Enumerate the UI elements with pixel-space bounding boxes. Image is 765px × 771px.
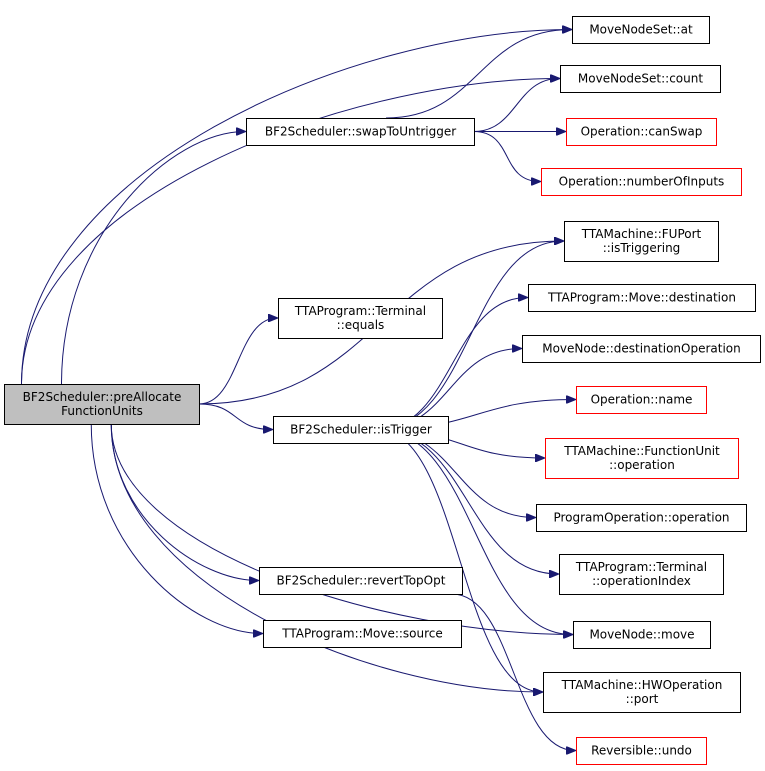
- node-label: MoveNodeSet::count: [578, 72, 703, 86]
- node-label: Operation::numberOfInputs: [559, 175, 725, 189]
- node-undo[interactable]: Reversible::undo: [576, 737, 707, 765]
- edge-swap-to-numinputs: [473, 131, 540, 182]
- edge-istrigger-to-opindex: [377, 429, 558, 575]
- node-box[interactable]: [522, 335, 761, 363]
- node-label: TTAMachine::HWOperation: [561, 678, 723, 692]
- node-box[interactable]: [564, 221, 719, 262]
- node-mnmove[interactable]: MoveNode::move: [573, 621, 711, 649]
- node-label: BF2Scheduler::revertTopOpt: [277, 574, 446, 588]
- node-box[interactable]: [559, 554, 724, 595]
- node-label: Operation::name: [591, 393, 693, 407]
- node-label: FunctionUnits: [61, 404, 143, 418]
- node-box[interactable]: [259, 567, 463, 595]
- node-label: TTAMachine::FUPort: [581, 227, 702, 241]
- node-label: ::isTriggering: [603, 241, 681, 255]
- node-movesrc[interactable]: TTAProgram::Move::source: [263, 620, 462, 648]
- node-label: MoveNodeSet::at: [589, 23, 693, 37]
- node-movedest[interactable]: TTAProgram::Move::destination: [528, 284, 756, 312]
- node-label: TTAProgram::Terminal: [294, 304, 426, 318]
- node-canswap[interactable]: Operation::canSwap: [566, 118, 717, 146]
- node-label: Reversible::undo: [591, 744, 692, 758]
- edge-root-to-istrigger: [198, 403, 272, 430]
- node-count[interactable]: MoveNodeSet::count: [560, 65, 721, 93]
- node-opindex[interactable]: TTAProgram::Terminal::operationIndex: [559, 554, 724, 595]
- node-label: TTAProgram::Terminal: [575, 560, 707, 574]
- node-label: BF2Scheduler::isTrigger: [290, 423, 432, 437]
- node-label: TTAProgram::Move::source: [281, 627, 443, 641]
- node-fuop[interactable]: TTAMachine::FunctionUnit::operation: [545, 438, 739, 479]
- node-label: ::equals: [337, 318, 385, 332]
- node-box[interactable]: [278, 298, 443, 339]
- node-box[interactable]: [573, 621, 711, 649]
- node-label: MoveNode::move: [589, 628, 694, 642]
- edge-root-to-swap: [61, 132, 246, 385]
- nodes: BF2Scheduler::preAllocateFunctionUnitsMo…: [4, 16, 761, 765]
- node-box[interactable]: [576, 737, 707, 765]
- node-box[interactable]: [528, 284, 756, 312]
- edge-root-to-movesrc: [90, 423, 262, 634]
- node-revert[interactable]: BF2Scheduler::revertTopOpt: [259, 567, 463, 595]
- node-box[interactable]: [566, 118, 717, 146]
- edge-istrigger-to-hwport: [377, 429, 542, 693]
- node-destop[interactable]: MoveNode::destinationOperation: [522, 335, 761, 363]
- node-label: BF2Scheduler::swapToUntrigger: [265, 125, 456, 139]
- node-label: Operation::canSwap: [581, 125, 703, 139]
- node-label: ::operation: [609, 458, 675, 472]
- node-numinputs[interactable]: Operation::numberOfInputs: [541, 168, 742, 196]
- edge-swap-to-at: [385, 30, 571, 119]
- edge-swap-to-count: [473, 79, 559, 132]
- node-progop[interactable]: ProgramOperation::operation: [536, 504, 747, 532]
- node-termeq[interactable]: TTAProgram::Terminal::equals: [278, 298, 443, 339]
- node-hwport[interactable]: TTAMachine::HWOperation::port: [543, 672, 741, 713]
- node-fuport[interactable]: TTAMachine::FUPort::isTriggering: [564, 221, 719, 262]
- edge-root-to-count: [21, 79, 560, 385]
- node-box[interactable]: [246, 118, 475, 146]
- node-box[interactable]: [576, 386, 707, 414]
- edge-root-to-mnmove: [110, 423, 572, 635]
- node-box[interactable]: [543, 672, 741, 713]
- node-label: ::operationIndex: [592, 574, 691, 588]
- node-label: TTAMachine::FunctionUnit: [563, 444, 720, 458]
- node-box[interactable]: [263, 620, 462, 648]
- node-box[interactable]: [536, 504, 747, 532]
- node-label: TTAProgram::Move::destination: [547, 291, 736, 305]
- node-label: BF2Scheduler::preAllocate: [23, 390, 182, 404]
- node-box[interactable]: [4, 384, 200, 425]
- node-box[interactable]: [273, 416, 449, 444]
- node-opname[interactable]: Operation::name: [576, 386, 707, 414]
- node-label: MoveNode::destinationOperation: [542, 342, 741, 356]
- edge-revert-to-undo: [451, 593, 575, 751]
- edge-root-to-revert: [110, 423, 258, 581]
- edge-root-to-at: [21, 30, 572, 385]
- node-box[interactable]: [572, 16, 710, 44]
- edge-root-to-hwport: [110, 423, 542, 692]
- node-istrigger[interactable]: BF2Scheduler::isTrigger: [273, 416, 449, 444]
- node-label: ::port: [626, 692, 659, 706]
- node-swap[interactable]: BF2Scheduler::swapToUntrigger: [246, 118, 475, 146]
- node-label: ProgramOperation::operation: [553, 511, 729, 525]
- node-box[interactable]: [545, 438, 739, 479]
- edge-root-to-termeq: [198, 318, 277, 405]
- node-box[interactable]: [560, 65, 721, 93]
- node-box[interactable]: [541, 168, 742, 196]
- node-at[interactable]: MoveNodeSet::at: [572, 16, 710, 44]
